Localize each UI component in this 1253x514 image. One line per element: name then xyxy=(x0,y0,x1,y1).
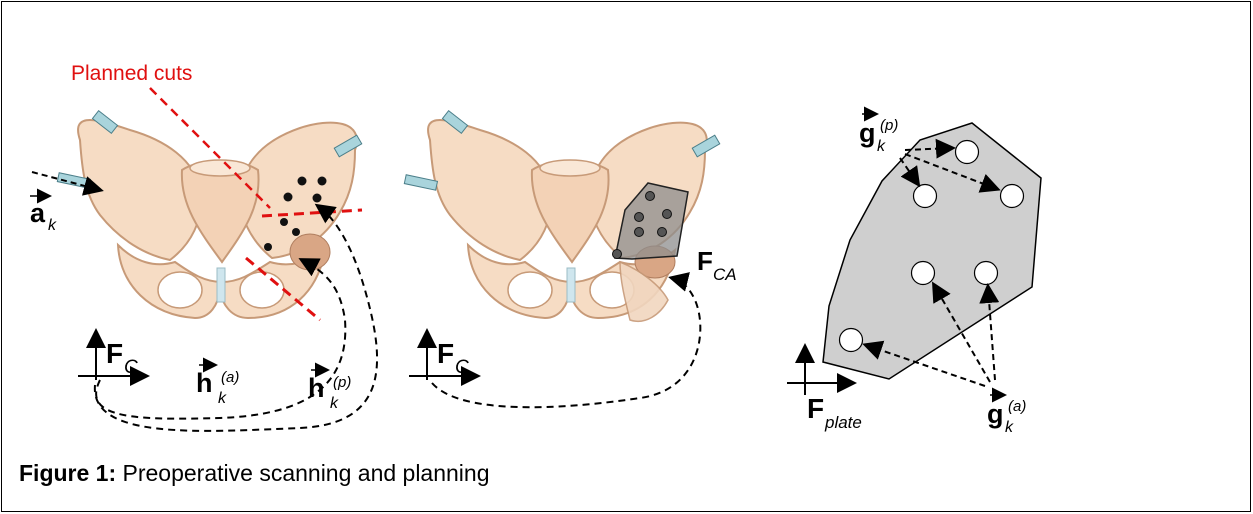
g-p-symbol: g xyxy=(859,118,876,148)
g-a-subscript: k xyxy=(1005,419,1014,436)
g-p-superscript: (p) xyxy=(880,117,898,134)
fc-left-F: F xyxy=(106,338,123,369)
h-p-superscript: (p) xyxy=(333,374,351,391)
plate-hole xyxy=(912,262,935,285)
plate xyxy=(823,123,1041,379)
g-a-symbol: g xyxy=(987,399,1004,429)
plate-hole xyxy=(956,141,979,164)
frame-fc-middle: F C xyxy=(409,332,477,380)
caption-text: Preoperative scanning and planning xyxy=(116,460,489,486)
pelvis-with-plate xyxy=(404,111,719,322)
h-p-subscript: k xyxy=(330,395,339,412)
fc-middle-F: F xyxy=(437,338,454,369)
g-a-superscript: (a) xyxy=(1008,398,1026,415)
h-a-symbol: h xyxy=(196,368,213,398)
a-k-symbol: a xyxy=(30,198,46,228)
h-a-subscript: k xyxy=(218,390,227,407)
fc-left-sub: C xyxy=(124,357,138,378)
fca-F: F xyxy=(697,246,713,276)
plate-hole xyxy=(1001,185,1024,208)
fc-middle-sub: C xyxy=(455,357,469,378)
planned-cuts-label: Planned cuts xyxy=(71,62,192,85)
h-p-symbol: h xyxy=(308,373,325,403)
figure-caption: Figure 1: Preoperative scanning and plan… xyxy=(19,460,490,487)
a-k-subscript: k xyxy=(48,217,57,234)
h-a-superscript: (a) xyxy=(221,369,239,386)
fplate-sub: plate xyxy=(824,413,862,432)
plate-hole xyxy=(914,185,937,208)
g-p-subscript: k xyxy=(877,138,886,155)
plate-hole xyxy=(840,329,863,352)
fca-sub: CA xyxy=(713,265,737,284)
pelvis-preop-left xyxy=(57,111,361,318)
fplate-F: F xyxy=(807,393,824,424)
caption-label: Figure 1: xyxy=(19,460,116,486)
plate-hole xyxy=(975,262,998,285)
frame-fc-left: F C xyxy=(78,332,146,380)
